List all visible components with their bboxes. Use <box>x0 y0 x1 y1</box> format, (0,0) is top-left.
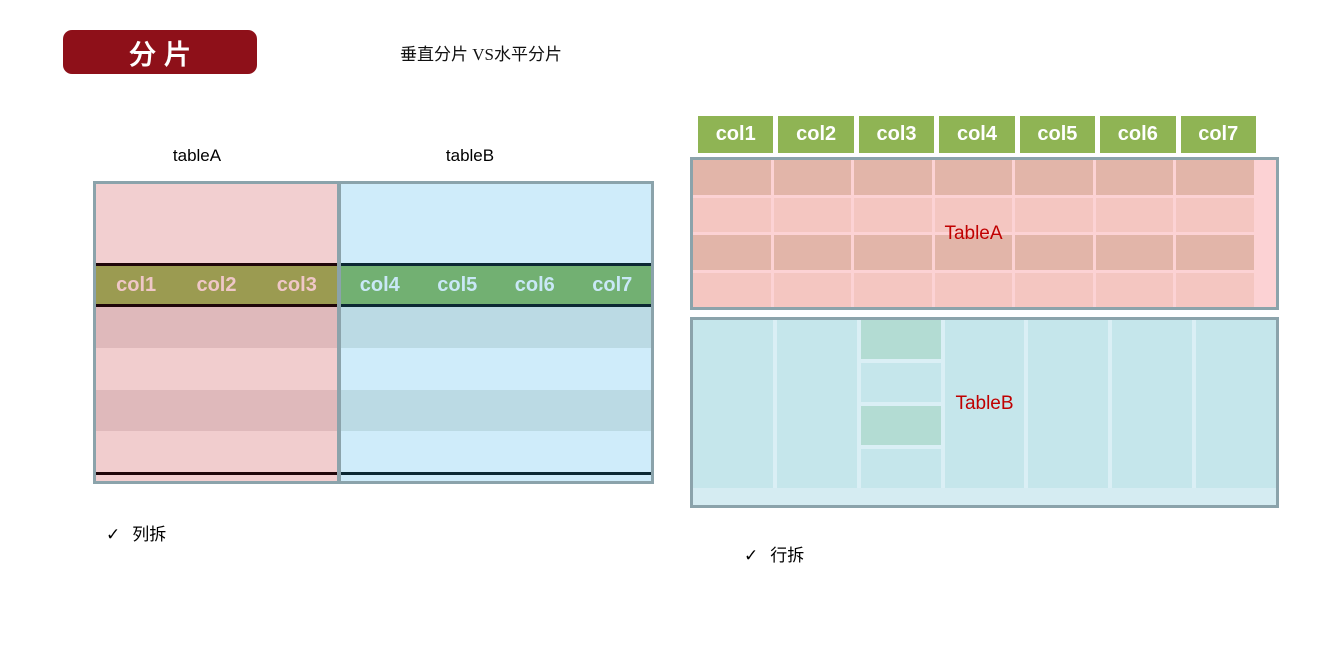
grid-cell <box>1015 235 1093 270</box>
grid-cell <box>1176 160 1254 195</box>
table-a-header-band: col1 col2 col3 <box>96 266 337 304</box>
column-header: col2 <box>196 273 237 296</box>
right-column-header-row: col1 col2 col3 col4 col5 col6 col7 <box>698 116 1256 153</box>
grid-cell <box>1176 235 1254 270</box>
grid-cell <box>693 235 771 270</box>
table-a-row-stripe <box>96 390 337 431</box>
table-b-row-stripe <box>341 348 651 390</box>
grid-cell <box>1015 160 1093 195</box>
highlight-cell <box>860 320 941 359</box>
column-header: col2 <box>778 116 854 153</box>
grid-cell <box>854 272 932 307</box>
grid-cell <box>773 272 852 307</box>
table-b-row-stripe <box>341 431 651 472</box>
column-header: col3 <box>858 116 935 153</box>
grid-cell <box>693 272 771 307</box>
table-b-columns <box>693 320 1276 488</box>
grid-cell <box>1095 272 1174 307</box>
divider-line <box>341 304 651 307</box>
column-header: col4 <box>359 273 400 296</box>
column-header: col7 <box>1180 116 1256 153</box>
table-a-top-block <box>96 184 337 263</box>
grid-cell <box>773 160 852 195</box>
table-b-column <box>693 320 777 488</box>
grid-cell <box>1095 197 1174 232</box>
grid-cell <box>1015 197 1093 232</box>
grid-cell <box>934 235 1013 270</box>
column-header: col5 <box>1019 116 1096 153</box>
highlight-cell <box>860 359 941 402</box>
grid-cell <box>1176 272 1254 307</box>
grid-cell <box>773 197 852 232</box>
table-b-highlight-column <box>860 320 945 488</box>
highlight-cell <box>860 402 941 445</box>
grid-cell <box>854 197 932 232</box>
grid-cell <box>1095 160 1174 195</box>
left-table-b-label: tableB <box>445 146 495 165</box>
column-header: col1 <box>116 273 157 296</box>
vertical-sharding-diagram: col1 col2 col3 col4 col5 col6 col7 <box>93 181 654 484</box>
checkmark-icon: ✓ <box>744 546 759 565</box>
left-table-a-label: tableA <box>172 146 222 165</box>
grid-cell <box>934 160 1013 195</box>
row-split-caption: ✓ 行拆 <box>744 541 804 566</box>
column-header: col3 <box>276 273 317 296</box>
grid-cell <box>693 160 771 195</box>
table-a-bottom-block <box>96 475 337 481</box>
grid-cell <box>854 160 932 195</box>
table-b-header-band: col4 col5 col6 col7 <box>341 266 651 304</box>
sharding-title-badge: 分片 <box>63 30 257 74</box>
table-b-bottom-block <box>341 475 651 481</box>
column-header: col6 <box>1100 116 1176 153</box>
horizontal-shard-table-a: TableA <box>690 157 1279 310</box>
checkmark-icon: ✓ <box>106 525 121 544</box>
table-b-column <box>945 320 1029 488</box>
column-header: col6 <box>514 273 555 296</box>
column-header: col7 <box>592 273 633 296</box>
table-b-row-stripe <box>341 390 651 431</box>
divider-line <box>96 472 337 475</box>
highlight-cell <box>860 445 941 488</box>
grid-cell <box>854 235 932 270</box>
table-b-top-block <box>341 184 651 263</box>
table-b-column <box>777 320 861 488</box>
table-a-row-stripe <box>96 348 337 390</box>
grid-cell <box>934 197 1013 232</box>
page-subtitle: 垂直分片 VS水平分片 <box>400 45 562 64</box>
column-header: col1 <box>698 116 774 153</box>
column-header: col5 <box>437 273 478 296</box>
table-a-row-stripe <box>96 307 337 348</box>
table-b-half: col4 col5 col6 col7 <box>341 184 651 481</box>
table-b-column <box>1028 320 1113 488</box>
grid-cell <box>693 197 771 232</box>
horizontal-shard-table-b: TableB <box>690 317 1279 508</box>
table-a-grid <box>693 160 1254 307</box>
divider-line <box>96 304 337 307</box>
grid-cell <box>1095 235 1174 270</box>
grid-cell <box>1015 272 1093 307</box>
column-header: col4 <box>939 116 1015 153</box>
table-a-row-stripe <box>96 431 337 472</box>
divider-line <box>341 263 651 266</box>
table-b-bottom-strip <box>693 488 1276 505</box>
table-b-column <box>1196 320 1276 488</box>
caption-text: 列拆 <box>132 525 167 544</box>
caption-text: 行拆 <box>770 546 805 565</box>
table-b-column <box>1112 320 1197 488</box>
divider-line <box>96 263 337 266</box>
grid-cell <box>934 272 1013 307</box>
table-a-half: col1 col2 col3 <box>96 184 341 481</box>
column-split-caption: ✓ 列拆 <box>106 520 166 545</box>
grid-cell <box>1176 197 1254 232</box>
divider-line <box>341 472 651 475</box>
grid-cell <box>773 235 852 270</box>
table-b-row-stripe <box>341 307 651 348</box>
